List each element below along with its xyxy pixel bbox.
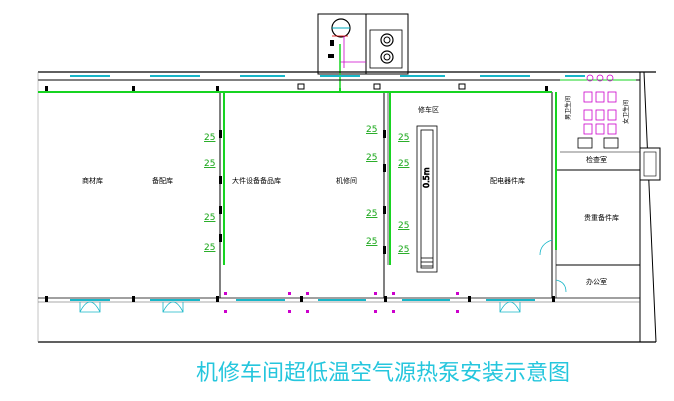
dim-label: 25 xyxy=(398,221,409,231)
dim-label: 25 xyxy=(204,133,215,143)
dim-label: 25 xyxy=(398,159,409,169)
room-label-r3: 大件设备备品库 xyxy=(232,176,281,185)
room-label-r9: 办公室 xyxy=(586,277,607,286)
room-label-r7: 修车区 xyxy=(418,105,439,114)
fan-icon xyxy=(380,33,394,64)
dim-label: 25 xyxy=(204,243,215,253)
room-label-r10: 男卫生间 xyxy=(564,96,572,120)
radiators xyxy=(219,130,386,254)
columns xyxy=(45,83,555,302)
floor-outlets xyxy=(224,292,459,313)
room-label-r4: 机修间 xyxy=(336,176,357,185)
dim-label: 25 xyxy=(398,245,409,255)
dim-label: 25 xyxy=(398,133,409,143)
heat-pump-unit xyxy=(317,13,409,92)
room-label-r6: 检查室 xyxy=(586,155,607,164)
dim-label: 25 xyxy=(366,237,377,247)
doors xyxy=(79,239,567,313)
dim-label: 25 xyxy=(366,125,377,135)
dim-label: 25 xyxy=(366,209,377,219)
room-label-r5: 配电器件库 xyxy=(490,176,525,185)
room-label-r11: 女卫生间 xyxy=(622,100,630,124)
room-labels: 商材库 备配库 大件设备备品库 机修间 配电器件库 检查室 修车区 贵重备件库 … xyxy=(82,96,630,286)
room-label-r8: 贵重备件库 xyxy=(584,213,619,222)
dim-label: 25 xyxy=(204,213,215,223)
diagram-title: 机修车间超低温空气源热泵安装示意图 xyxy=(196,361,570,386)
repair-pit: 0.5m xyxy=(416,125,438,273)
windows-top xyxy=(70,75,585,301)
heat-pump-piping xyxy=(38,79,636,265)
dim-label: 25 xyxy=(366,153,377,163)
dim-label: 25 xyxy=(204,159,215,169)
restroom-fixtures xyxy=(577,74,619,149)
dimension-labels: 25 25 25 25 25 25 25 25 25 25 25 25 xyxy=(204,125,409,255)
room-label-r2: 备配库 xyxy=(152,176,173,185)
pit-depth-label: 0.5m xyxy=(422,167,431,188)
room-label-r1: 商材库 xyxy=(82,176,103,185)
